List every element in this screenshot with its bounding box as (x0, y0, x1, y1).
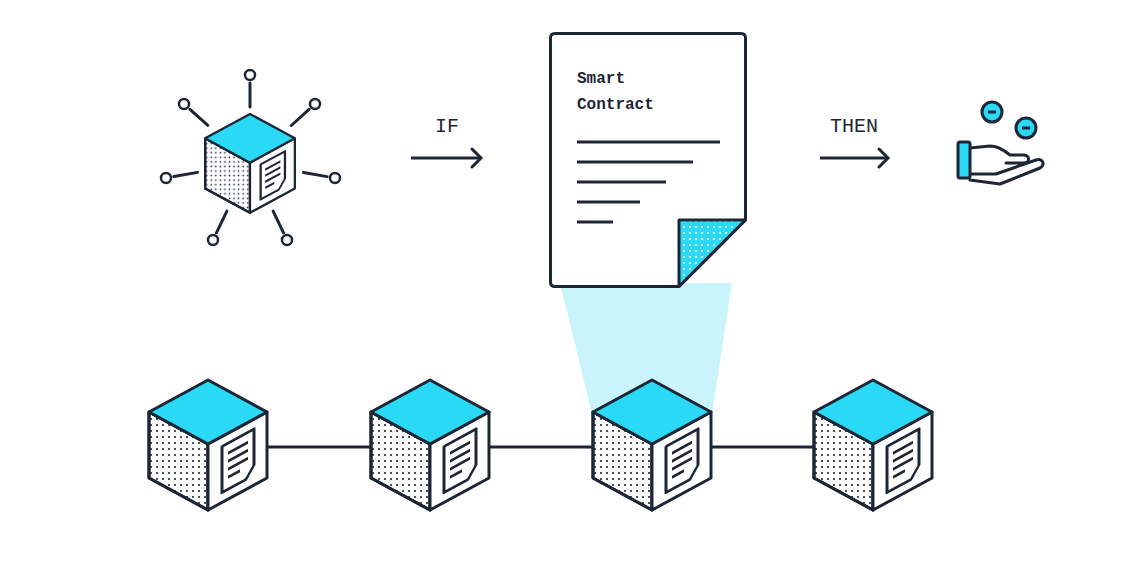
folded-corner (679, 220, 746, 287)
coin-mark (988, 111, 996, 114)
document-line (450, 458, 470, 469)
network-spoke (216, 211, 226, 233)
folded-corner-edge (679, 220, 746, 287)
document-icon (261, 151, 285, 199)
document-line (672, 471, 684, 478)
network-spoke (291, 109, 309, 125)
flow-arrow (820, 149, 888, 167)
clause-line (577, 141, 720, 144)
document-outline (261, 151, 285, 199)
document-icon (444, 429, 476, 492)
arrow-head (879, 149, 888, 167)
document-line (265, 183, 274, 188)
network-node (208, 235, 218, 245)
coin (982, 102, 1002, 122)
document-outline (222, 429, 254, 492)
block-cube (593, 380, 711, 510)
chain-link (711, 446, 814, 449)
block-cube (149, 380, 267, 510)
network-node (310, 99, 320, 109)
condition-label: IF (435, 115, 459, 139)
contract-document: Smart Contract (549, 32, 747, 288)
network-spoke (303, 172, 327, 176)
network-spoke (190, 109, 208, 125)
payment-icon (958, 102, 1043, 184)
clause-line (577, 201, 640, 204)
network-node (282, 235, 292, 245)
network-node (161, 173, 171, 183)
arrow-shaft (820, 157, 888, 160)
clause-line (577, 181, 666, 184)
document-line (893, 458, 913, 469)
arrow-shaft (411, 157, 481, 160)
document-line (672, 458, 692, 469)
network-spoke (249, 83, 252, 107)
block-cube (205, 114, 295, 213)
document-line (893, 471, 905, 478)
network-node (245, 70, 255, 80)
chain-link (489, 446, 593, 449)
document-icon (222, 429, 254, 492)
document-title: Smart Contract (577, 66, 677, 118)
clause-line (577, 161, 693, 164)
arrow-head (472, 149, 481, 167)
block-cube (371, 380, 489, 510)
condition-label: THEN (830, 115, 878, 139)
corner-dots (679, 220, 746, 287)
document-line (228, 458, 248, 469)
document-line (450, 471, 462, 478)
document-icon (887, 429, 919, 492)
clause-line (577, 221, 613, 224)
network-spoke (273, 211, 283, 233)
network-node (179, 99, 189, 109)
document-icon (666, 429, 698, 492)
document-line (228, 471, 240, 478)
document-outline (551, 34, 746, 287)
coin-mark (1022, 127, 1030, 130)
hand (970, 146, 1043, 184)
chain-link (267, 446, 371, 449)
network-spoke (174, 172, 198, 176)
document-outline (444, 429, 476, 492)
document-outline (666, 429, 698, 492)
network-node (330, 173, 340, 183)
block-cube (814, 380, 932, 510)
flow-arrow (411, 149, 481, 167)
document-line (265, 174, 280, 182)
document-outline (887, 429, 919, 492)
cuff (958, 142, 970, 178)
coin (1016, 118, 1036, 138)
